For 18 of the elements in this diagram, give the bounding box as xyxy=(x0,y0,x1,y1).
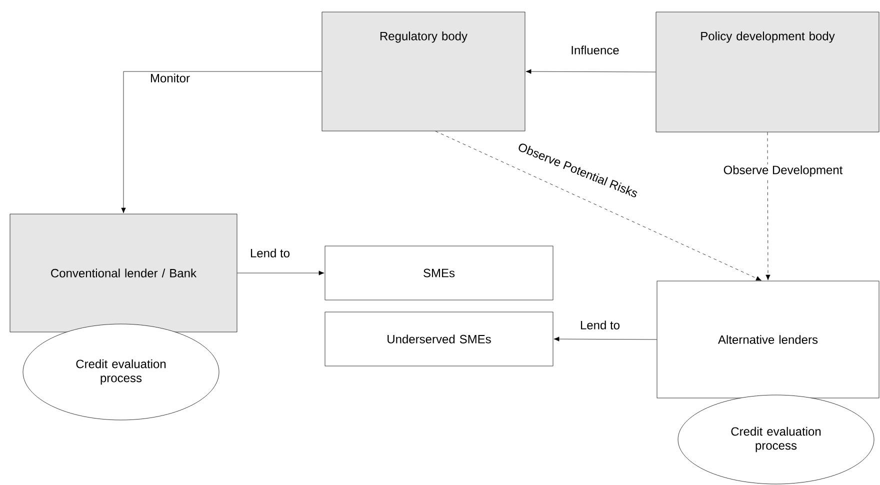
arrow xyxy=(237,270,324,276)
edge-label: Observe Development xyxy=(722,164,844,178)
arrow xyxy=(526,69,656,74)
edge-label: Lend to xyxy=(248,248,292,258)
process-box: Policy development body xyxy=(656,12,880,132)
edge-label: Lend to xyxy=(579,320,622,330)
edge-label: Monitor xyxy=(149,72,192,84)
arrow xyxy=(121,71,322,214)
arrow xyxy=(766,132,770,280)
node-label: Credit evaluation process xyxy=(731,426,821,452)
arrow xyxy=(554,336,657,342)
process-box: Alternative lenders xyxy=(656,280,880,398)
process-box: Underserved SMEs xyxy=(324,312,554,366)
process-box: SMEs xyxy=(324,246,554,300)
edge-label: Influence xyxy=(570,44,620,56)
arrow xyxy=(435,131,762,281)
process-box: Regulatory body xyxy=(322,12,526,132)
process-box: Conventional lender / Bank xyxy=(10,214,238,332)
